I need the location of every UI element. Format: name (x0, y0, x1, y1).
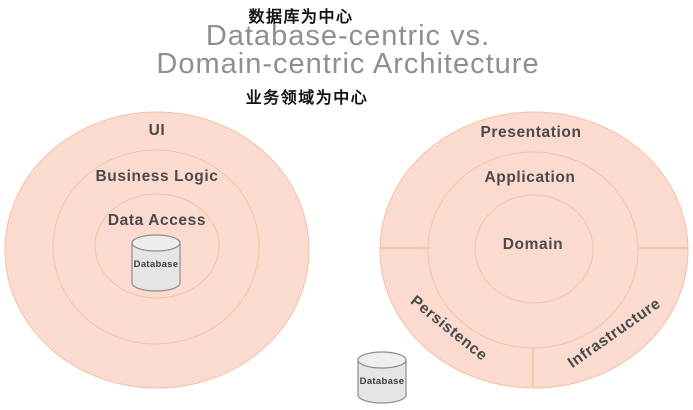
title-line-1: Database-centric vs. (205, 20, 491, 52)
left-database-label: Database (134, 259, 179, 270)
left-middle-ring (52, 149, 260, 345)
right-outer-ring (379, 111, 689, 389)
database-centric-diagram: UI Business Logic Data Access Database (4, 111, 310, 389)
right-layer-application: Application (485, 169, 576, 186)
cylinder-body (131, 242, 181, 292)
left-layer-business-logic: Business Logic (96, 168, 219, 185)
cylinder-top (357, 351, 407, 369)
cylinder-body (357, 359, 407, 404)
right-layer-presentation: Presentation (480, 124, 581, 141)
cylinder-top (131, 234, 181, 252)
database-centric-zh-label: 数据库为中心 (248, 9, 354, 26)
right-layer-domain: Domain (503, 236, 563, 253)
right-database-cylinder-icon: Database (357, 351, 407, 404)
left-layer-data-access: Data Access (108, 212, 206, 229)
left-layer-ui: UI (149, 122, 166, 139)
left-database-cylinder-icon: Database (131, 234, 181, 292)
left-inner-ring (94, 193, 220, 299)
domain-centric-diagram: Presentation Application Domain Persiste… (357, 111, 689, 404)
domain-centric-zh-label: 业务领域为中心 (245, 90, 369, 107)
right-database-label: Database (360, 376, 405, 387)
page-title: Database-centric vs. Domain-centric Arch… (156, 20, 540, 80)
right-inner-ring (474, 194, 594, 304)
title-line-2: Domain-centric Architecture (156, 48, 540, 80)
